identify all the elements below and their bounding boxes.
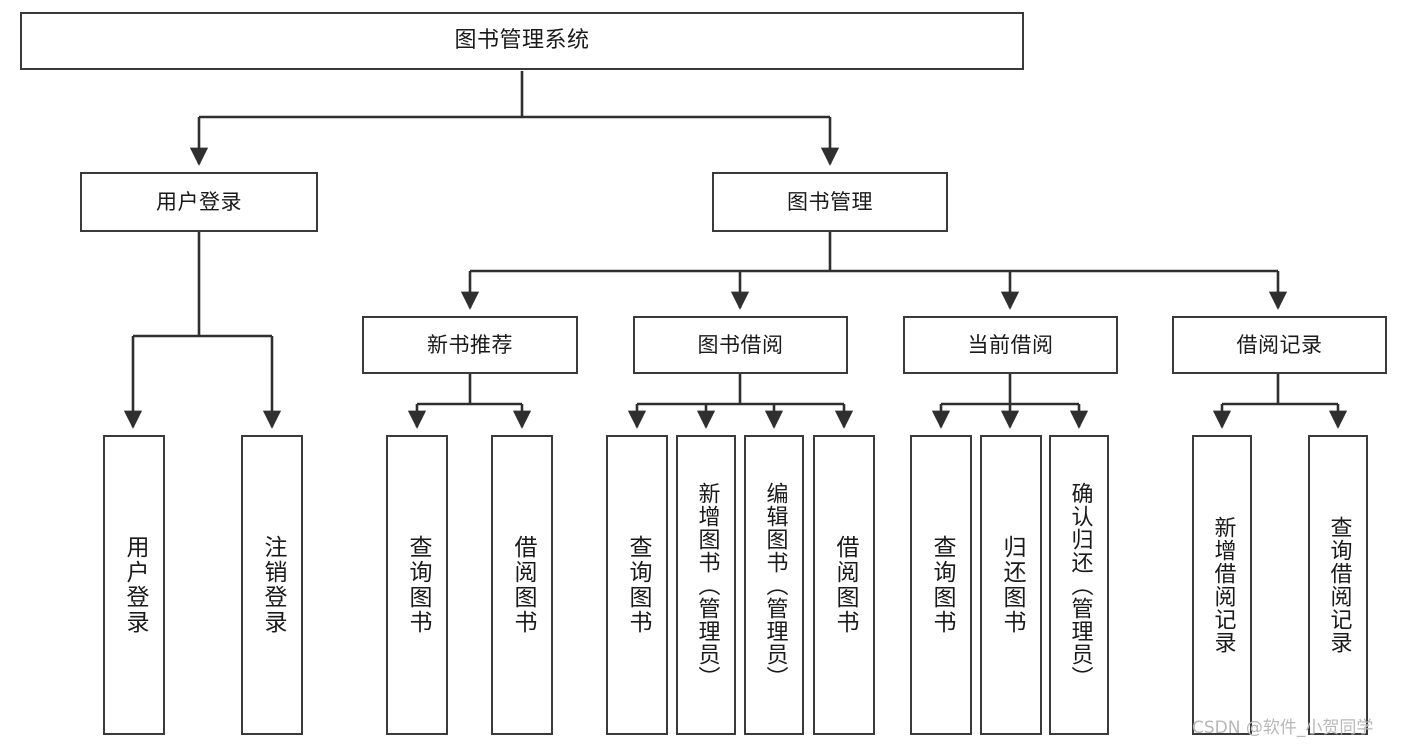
node-leaf-borrow-book-2[interactable]: 借阅图书	[813, 435, 875, 735]
node-book-borrow[interactable]: 图书借阅	[633, 316, 848, 374]
node-leaf-add-book-label: 新增图书（管理员）	[694, 481, 720, 689]
node-leaf-edit-book[interactable]: 编辑图书（管理员）	[744, 435, 804, 735]
node-new-book-recommend-label: 新书推荐	[427, 332, 513, 357]
node-leaf-query-book-1[interactable]: 查询图书	[386, 435, 448, 735]
node-leaf-logout-login[interactable]: 注销登录	[241, 435, 303, 735]
node-borrow-record-label: 借阅记录	[1236, 332, 1323, 357]
node-user-login-label: 用户登录	[156, 189, 242, 214]
node-new-book-recommend[interactable]: 新书推荐	[362, 316, 578, 374]
node-borrow-record[interactable]: 借阅记录	[1172, 316, 1387, 374]
node-leaf-logout-login-label: 注销登录	[259, 535, 286, 635]
node-leaf-add-book[interactable]: 新增图书（管理员）	[676, 435, 736, 735]
csdn-watermark: CSDN @软件_小贺同学	[1192, 718, 1374, 738]
node-leaf-query-book-3-label: 查询图书	[928, 535, 955, 635]
node-leaf-query-book-2-label: 查询图书	[624, 535, 651, 635]
node-leaf-confirm-return[interactable]: 确认归还（管理员）	[1049, 435, 1109, 735]
node-leaf-user-login[interactable]: 用户登录	[103, 435, 165, 735]
node-leaf-query-record[interactable]: 查询借阅记录	[1308, 435, 1368, 735]
node-current-borrow[interactable]: 当前借阅	[903, 316, 1118, 374]
node-root[interactable]: 图书管理系统	[20, 12, 1024, 70]
node-leaf-borrow-book-1[interactable]: 借阅图书	[491, 435, 553, 735]
node-book-borrow-label: 图书借阅	[697, 332, 784, 357]
node-leaf-borrow-book-2-label: 借阅图书	[831, 535, 858, 635]
node-root-label: 图书管理系统	[454, 28, 590, 54]
node-leaf-query-book-1-label: 查询图书	[404, 535, 431, 635]
node-leaf-confirm-return-label: 确认归还（管理员）	[1067, 481, 1093, 689]
node-leaf-user-login-label: 用户登录	[121, 535, 148, 635]
node-leaf-return-book[interactable]: 归还图书	[980, 435, 1042, 735]
node-leaf-add-record-label: 新增借阅记录	[1210, 516, 1236, 654]
node-book-manage[interactable]: 图书管理	[712, 172, 948, 232]
node-book-manage-label: 图书管理	[787, 189, 873, 214]
node-current-borrow-label: 当前借阅	[967, 332, 1054, 357]
node-leaf-query-book-2[interactable]: 查询图书	[606, 435, 668, 735]
node-leaf-edit-book-label: 编辑图书（管理员）	[762, 481, 788, 689]
node-leaf-query-book-3[interactable]: 查询图书	[910, 435, 972, 735]
node-user-login[interactable]: 用户登录	[80, 172, 318, 232]
node-leaf-borrow-book-1-label: 借阅图书	[509, 535, 536, 635]
node-leaf-return-book-label: 归还图书	[998, 535, 1025, 635]
node-leaf-add-record[interactable]: 新增借阅记录	[1192, 435, 1252, 735]
node-leaf-query-record-label: 查询借阅记录	[1326, 516, 1352, 654]
